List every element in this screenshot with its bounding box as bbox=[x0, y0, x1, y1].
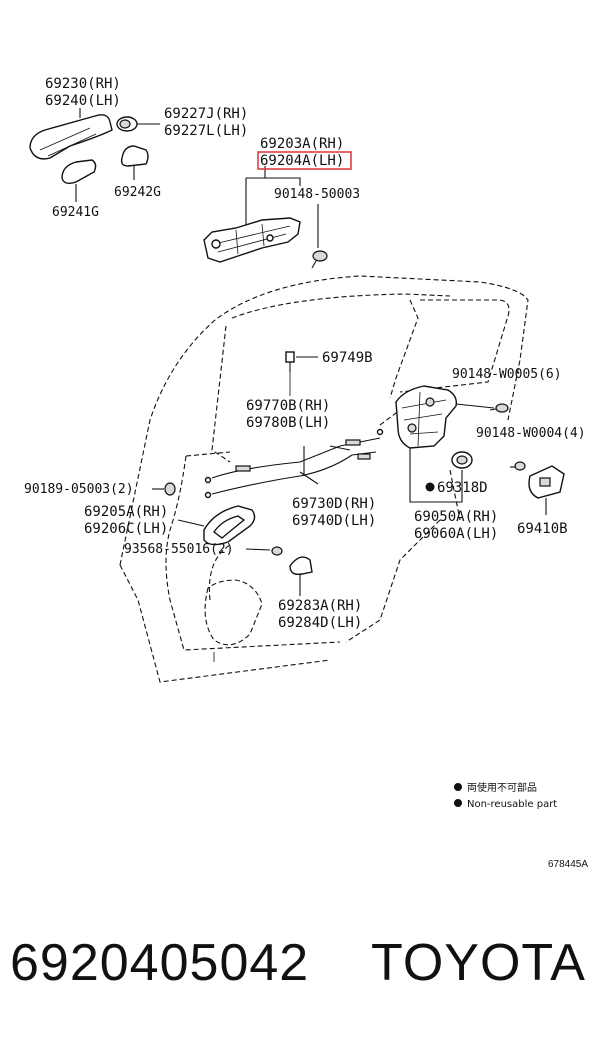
screw-90148-50003-part bbox=[311, 250, 328, 269]
screw-w0004-part bbox=[510, 461, 526, 471]
brand-name: TOYOTA bbox=[371, 934, 586, 992]
label-69284d: 69284D(LH) bbox=[278, 615, 362, 631]
legend-marker-en bbox=[454, 799, 462, 807]
part-number: 6920405042 bbox=[10, 934, 310, 992]
handle-frame-group bbox=[203, 166, 328, 269]
label-69780b: 69780B(LH) bbox=[246, 415, 330, 431]
door-outline bbox=[119, 275, 529, 683]
label-69730d: 69730D(RH) bbox=[292, 496, 376, 512]
label-69318d: 69318D bbox=[437, 480, 488, 496]
label-90148-w0005: 90148-W0005(6) bbox=[452, 367, 562, 382]
label-93568: 93568-55016(2) bbox=[124, 542, 234, 557]
legend-marker-cn bbox=[454, 783, 462, 791]
inner-handle-part bbox=[177, 505, 256, 546]
highlight-box bbox=[257, 151, 352, 170]
label-90189: 90189-05003(2) bbox=[24, 482, 134, 497]
outer-handle-group bbox=[29, 108, 160, 202]
label-90148-50003: 90148-50003 bbox=[274, 187, 360, 202]
pad-69241g-part bbox=[61, 159, 97, 185]
legend-text-en: Non-reusable part bbox=[467, 799, 557, 810]
clip-90189-part bbox=[152, 482, 176, 496]
label-69283a: 69283A(RH) bbox=[278, 598, 362, 614]
parts-diagram: 69230(RH) 69240(LH) 69227J(RH) 69227L(LH… bbox=[24, 76, 588, 870]
outer-handle-part bbox=[29, 114, 113, 160]
label-69318d-group: 69318D bbox=[425, 480, 488, 496]
label-69410b: 69410B bbox=[517, 521, 568, 537]
label-69206c: 69206C(LH) bbox=[84, 521, 168, 537]
striker-69410b-part bbox=[528, 465, 565, 515]
label-69204a: 69204A(LH) bbox=[260, 153, 344, 169]
clip-69749b-part bbox=[285, 351, 318, 396]
label-69241g: 69241G bbox=[52, 205, 99, 220]
screw-w0005-part bbox=[489, 403, 509, 413]
non-reusable-marker bbox=[425, 482, 435, 492]
label-69770b: 69770B(RH) bbox=[246, 398, 330, 414]
label-69230: 69230(RH) bbox=[45, 76, 121, 92]
cylinder-cap-part bbox=[116, 116, 160, 132]
label-69203a: 69203A(RH) bbox=[260, 136, 344, 152]
label-69205a: 69205A(RH) bbox=[84, 504, 168, 520]
label-69050a: 69050A(RH) bbox=[414, 509, 498, 525]
legend-text-cn: 両使用不可部品 bbox=[467, 781, 537, 794]
footer: 6920405042 TOYOTA bbox=[0, 925, 600, 1035]
label-69227j: 69227J(RH) bbox=[164, 106, 248, 122]
label-90148-w0004: 90148-W0004(4) bbox=[476, 426, 586, 441]
label-69740d: 69740D(LH) bbox=[292, 513, 376, 529]
screw-93568-part bbox=[245, 546, 283, 556]
label-69242g: 69242G bbox=[114, 185, 161, 200]
label-69749b: 69749B bbox=[322, 350, 373, 366]
label-69240: 69240(LH) bbox=[45, 93, 121, 109]
label-69060a: 69060A(LH) bbox=[414, 526, 498, 542]
door-lock-part bbox=[395, 385, 495, 503]
label-69227l: 69227L(LH) bbox=[164, 123, 248, 139]
cover-69283a-part bbox=[289, 556, 313, 596]
pad-69242g-part bbox=[120, 145, 149, 167]
legend: 両使用不可部品 Non-reusable part bbox=[454, 781, 557, 810]
cable-assembly bbox=[204, 428, 384, 499]
diagram-code: 678445A bbox=[548, 859, 588, 870]
grommet-69318d-part bbox=[451, 451, 473, 469]
